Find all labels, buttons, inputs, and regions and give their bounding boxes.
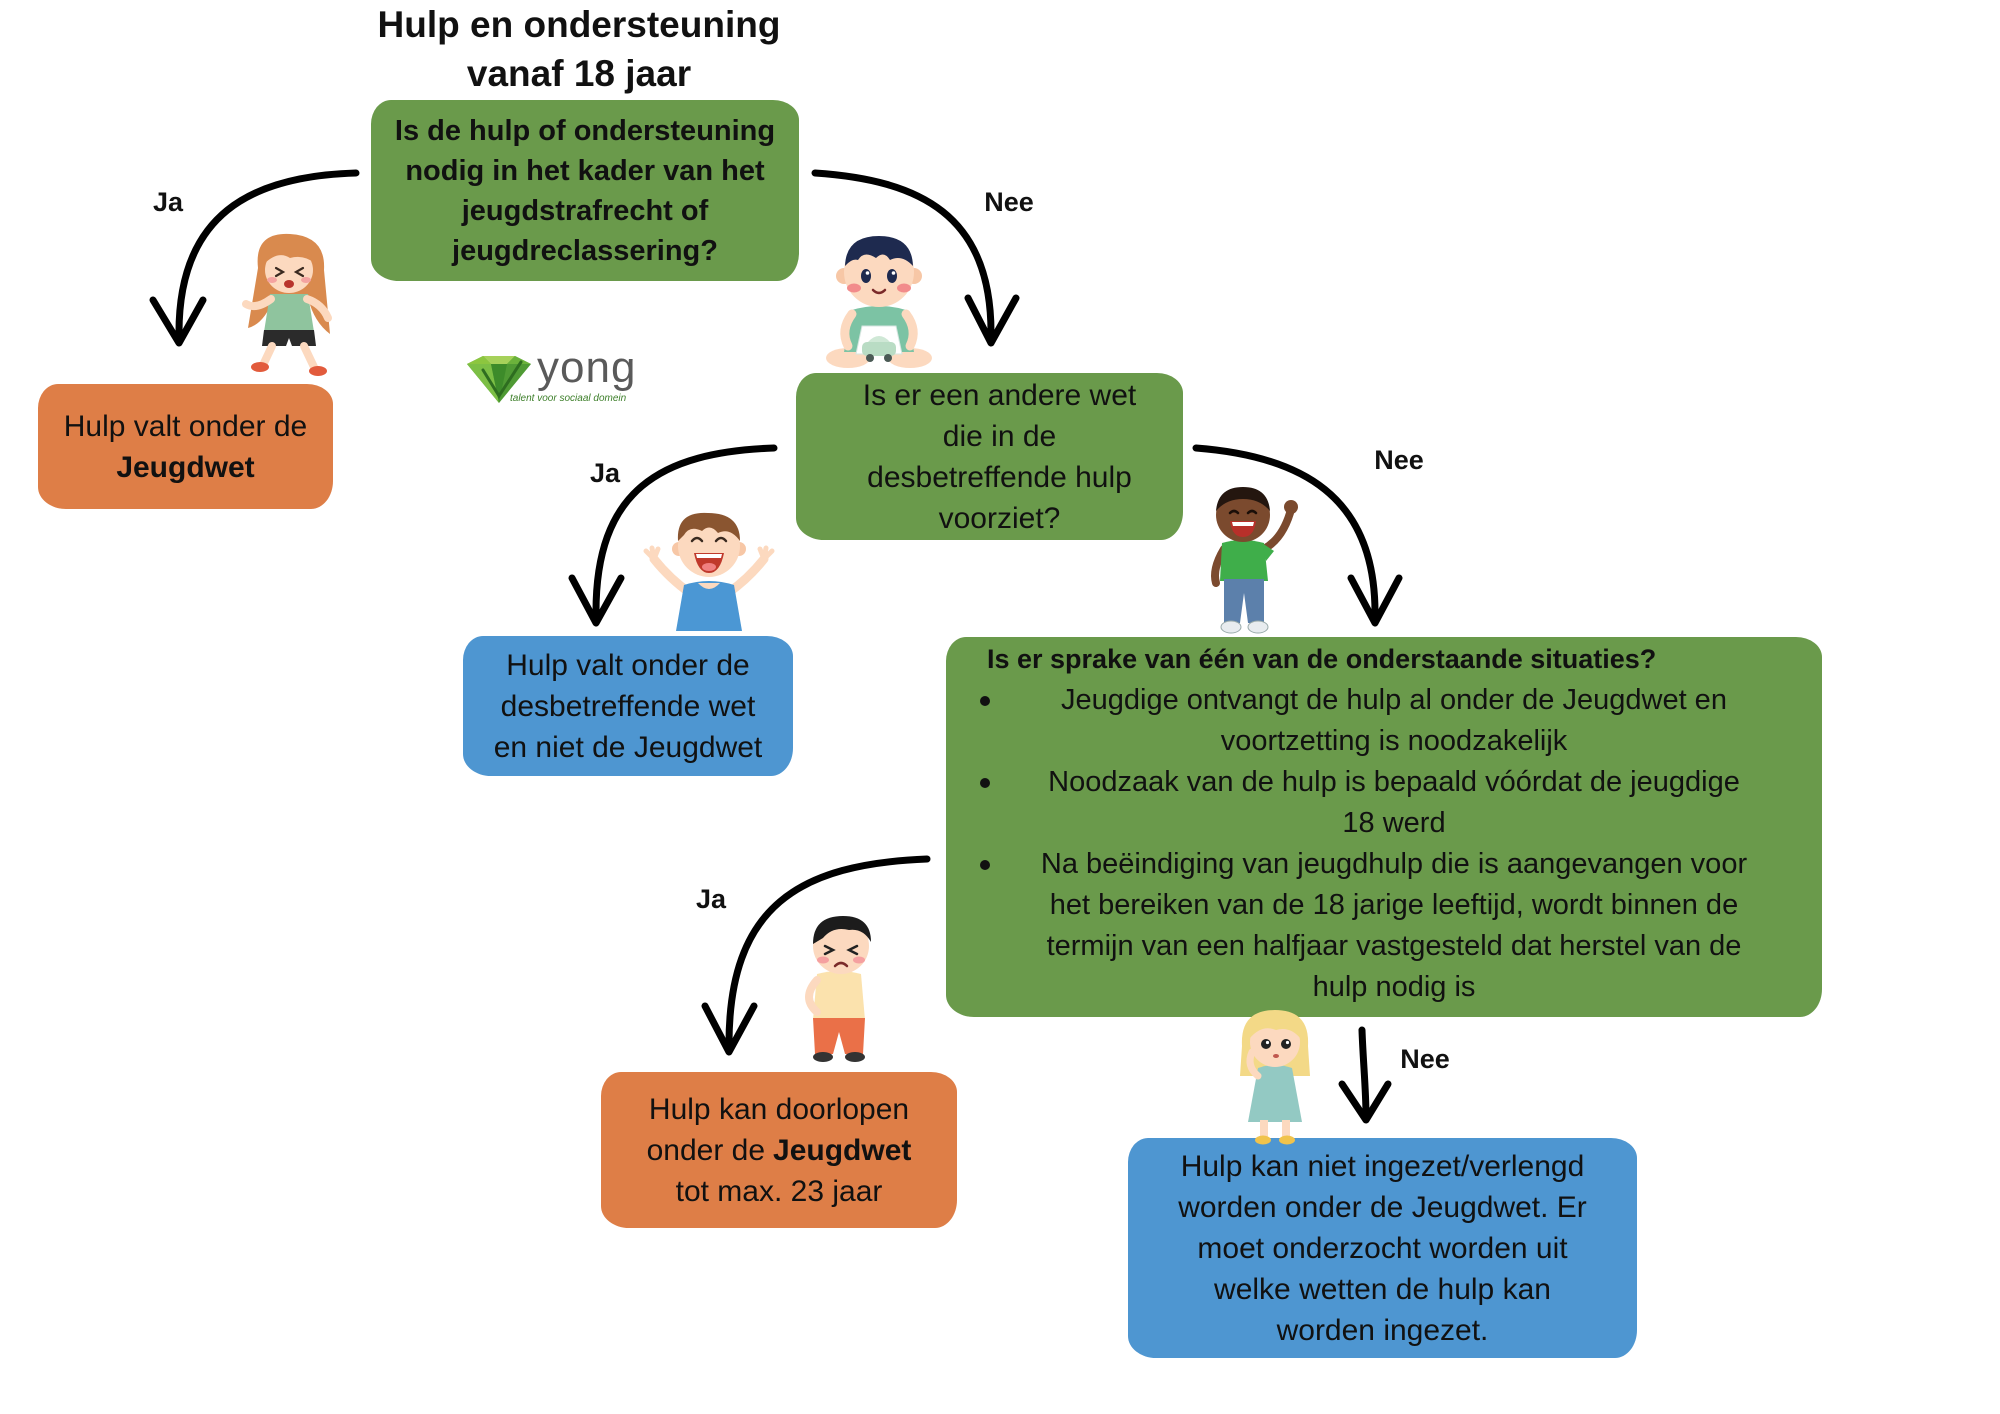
arrow-q3-yes [701,855,931,1056]
bullet-text: Jeugdige ontvangt de hulp al onder de Je… [1000,680,1788,762]
result-4-line: worden onder de Jeugdwet. Er [1178,1190,1587,1224]
situation-bullet-2: Noodzaak van de hulp is bepaald vóórdat … [946,762,1822,844]
result-2-line: desbetreffende wet [500,689,756,723]
situation-bullet-3: Na beëindiging van jeugdhulp die is aang… [946,844,1822,1008]
question-1-line: jeugdstrafrecht of [461,194,709,227]
result-4-line: worden ingezet. [1276,1313,1489,1347]
sitting-boy-toy-car-icon [826,236,932,368]
question-2-box: Is er een andere wet die in de desbetref… [796,373,1183,540]
result-other-law-box: Hulp valt onder de desbetreffende wet en… [463,636,793,776]
green-diamond-v-icon [467,356,531,403]
page-title: Hulp en ondersteuning vanaf 18 jaar [329,0,829,98]
bullet-line: het bereiken van de 18 jarige leeftijd, … [1049,889,1739,921]
bullet-dot [980,778,990,788]
arrow-q1-no [811,169,1020,347]
question-2-line: die in de [942,419,1057,453]
laughing-boy-icon [643,512,775,631]
q3-yes-label: Ja [695,884,727,914]
q2-yes-label: Ja [589,458,621,488]
bullet-text: Noodzaak van de hulp is bepaald vóórdat … [1000,762,1788,844]
logo-wordmark: yong [537,343,637,392]
q3-no-label: Nee [1400,1044,1450,1074]
bullet-dot [980,860,990,870]
title-line-1: Hulp en ondersteuning [377,4,781,45]
sad-boy-icon [805,916,871,1062]
result-3-bold-word: Jeugdwet [773,1133,912,1167]
question-1-line: Is de hulp of ondersteuning [394,114,776,147]
question-2-line: Is er een andere wet [862,378,1137,412]
arrow-q1-yes [149,169,360,347]
q1-no-label: Nee [984,187,1034,217]
logo-tagline: talent voor sociaal domein [510,393,627,404]
bullet-text: Na beëindiging van jeugdhulp die is aang… [1000,844,1788,1008]
result-1-bold-line: Jeugdwet [116,450,255,484]
arrow-q2-no [1192,444,1403,627]
question-1-box: Is de hulp of ondersteuning nodig in het… [371,100,799,281]
result-1-line: Hulp valt onder de [63,409,308,443]
bullet-line: voortzetting is noodzakelijk [1220,725,1568,757]
q1-yes-label: Ja [152,187,184,217]
q2-no-label: Nee [1374,445,1424,475]
result-not-jeugdwet-box: Hulp kan niet ingezet/verlengd worden on… [1128,1138,1637,1358]
arrow-q2-yes [568,444,778,627]
bullet-line: Jeugdige ontvangt de hulp al onder de Je… [1061,684,1727,716]
result-2-line: Hulp valt onder de [506,648,750,682]
question-2-line: desbetreffende hulp [867,460,1132,494]
result-jeugdwet-box: Hulp valt onder de Jeugdwet [38,384,333,509]
question-1-line: nodig in het kader van het [405,154,765,187]
question-3-box: Is er sprake van één van de onderstaande… [946,637,1822,1017]
crying-girl-icon [242,233,332,376]
result-2-line: en niet de Jeugdwet [493,730,763,764]
title-line-2: vanaf 18 jaar [466,53,692,94]
result-3-line-2-text: onder de [646,1133,766,1167]
situation-bullet-1: Jeugdige ontvangt de hulp al onder de Je… [946,680,1822,762]
bullet-line: termijn van een halfjaar vastgesteld dat… [1046,930,1742,962]
result-4-line: Hulp kan niet ingezet/verlengd [1180,1149,1585,1183]
bullet-line: hulp nodig is [1312,971,1476,1003]
waving-boy-icon [1211,487,1298,634]
question-1-line: jeugdreclassering? [452,234,718,267]
question-2-line: voorziet? [938,501,1061,535]
bullet-dot [980,696,990,706]
thinking-girl-icon [1240,1010,1310,1145]
result-3-line: tot max. 23 jaar [675,1174,883,1208]
bullet-line: Na beëindiging van jeugdhulp die is aang… [1040,848,1748,880]
arrow-q3-no [1338,1026,1392,1124]
result-3-line: Hulp kan doorlopen [648,1092,910,1126]
bullet-line: 18 werd [1342,807,1446,839]
question-3-heading: Is er sprake van één van de onderstaande… [987,644,1657,674]
result-4-line: welke wetten de hulp kan [1214,1272,1551,1306]
result-4-line: moet onderzocht worden uit [1197,1231,1568,1265]
bullet-line: Noodzaak van de hulp is bepaald vóórdat … [1048,766,1740,798]
